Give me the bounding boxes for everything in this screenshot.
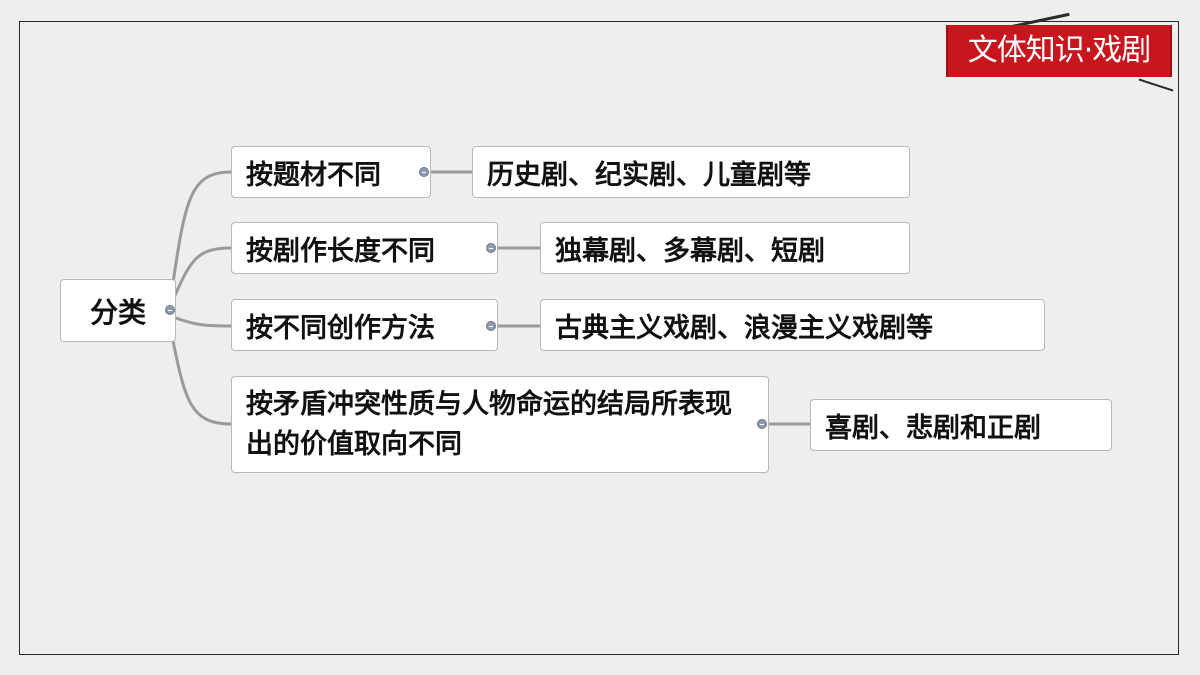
connector-root-branch-1	[170, 170, 232, 291]
leaf-label: 喜剧、悲剧和正剧	[825, 412, 1041, 444]
leaf-node-method-types[interactable]: 古典主义戏剧、浪漫主义戏剧等	[540, 299, 1045, 351]
collapse-toggle-icon[interactable]	[757, 419, 767, 429]
leaf-node-length-types[interactable]: 独幕剧、多幕剧、短剧	[540, 222, 910, 274]
branch-node-length[interactable]: 按剧作长度不同	[231, 222, 498, 274]
leaf-node-subject-types[interactable]: 历史剧、纪实剧、儿童剧等	[472, 146, 910, 198]
mindmap-root-node[interactable]: 分类	[60, 279, 176, 342]
branch-node-subject[interactable]: 按题材不同	[231, 146, 431, 198]
leaf-label: 古典主义戏剧、浪漫主义戏剧等	[555, 312, 933, 344]
branch-node-method[interactable]: 按不同创作方法	[231, 299, 498, 351]
branch-label: 按矛盾冲突性质与人物命运的结局所表现出的价值取向不同	[246, 388, 732, 460]
slide-frame	[19, 21, 1179, 655]
leaf-label: 独幕剧、多幕剧、短剧	[555, 235, 825, 267]
leaf-label: 历史剧、纪实剧、儿童剧等	[487, 159, 811, 191]
connector-root-branch-3	[175, 316, 232, 328]
branch-label: 按不同创作方法	[246, 312, 435, 344]
section-title: 文体知识·戏剧	[967, 33, 1152, 68]
section-title-banner: 文体知识·戏剧	[948, 25, 1170, 77]
root-label: 分类	[89, 295, 146, 329]
connector-root-branch-2	[170, 246, 232, 303]
collapse-toggle-icon[interactable]	[486, 321, 496, 331]
collapse-toggle-icon[interactable]	[419, 167, 429, 177]
branch-label: 按题材不同	[246, 159, 381, 191]
branch-node-conflict-value[interactable]: 按矛盾冲突性质与人物命运的结局所表现出的价值取向不同	[231, 376, 769, 473]
leaf-node-genre-types[interactable]: 喜剧、悲剧和正剧	[810, 399, 1112, 451]
connector-root-branch-4	[170, 335, 232, 426]
collapse-toggle-icon[interactable]	[165, 305, 175, 315]
branch-label: 按剧作长度不同	[246, 235, 435, 267]
collapse-toggle-icon[interactable]	[486, 243, 496, 253]
